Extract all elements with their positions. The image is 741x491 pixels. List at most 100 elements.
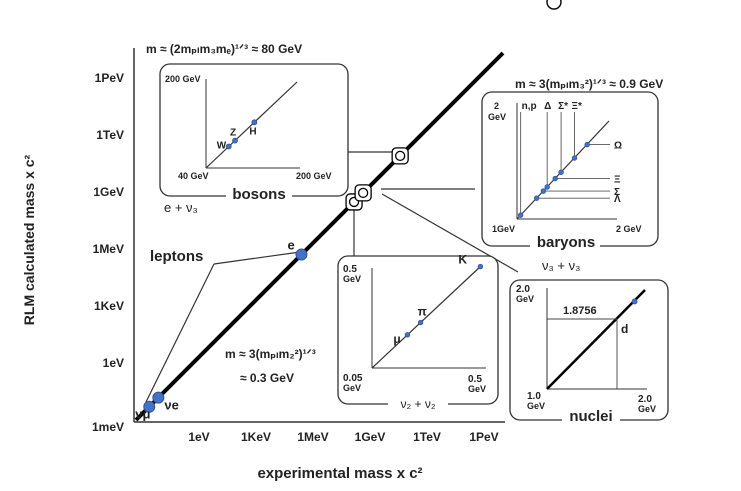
bosons-title: bosons [232,186,285,203]
x-tick-4: 1TeV [413,430,441,444]
baryons-top-label-3: Ξ* [572,101,582,112]
baryons-point-0 [517,212,524,218]
bosons-title-bg [226,186,292,202]
baryons-title-bg [530,234,600,250]
bosons-point-2-label: H [249,126,256,137]
diagonal-line [134,51,505,422]
baryons-point-7 [584,141,590,148]
baryons-right-label-0: Ω [614,141,622,152]
mesons-point-1-label: π [418,305,427,319]
baryons-top-label-1: Δ [544,101,551,112]
bosons-point-1-label: Z [230,128,236,139]
nuclei-inset: 2.0 GeV 1.0 GeV 2.0 GeV 1.8756 d nuclei [509,279,669,425]
baryons-points [517,141,590,218]
nuclei-value-label: 1.8756 [563,305,597,317]
nu3-nu3-label: ν₃ + ν₃ [542,258,580,273]
point-6-label: We [516,0,538,2]
mesons-y-bottom: 0.05 [343,373,363,384]
nuclei-y-bottom: 1.0 [527,391,541,402]
mesons-inset: 0.5 GeV 0.05 GeV 0.5 GeV ν₂ + ν₂ μπK [337,253,499,411]
x-axis-title: experimental mass x c² [257,465,422,482]
y-tick-5: 1TeV [96,128,124,142]
mesons-point-2-label: K [458,253,467,267]
bosons-y-top: 200 GeV [165,74,201,84]
y-axis-title: RLM calculated mass x c² [21,154,37,325]
baryons-top-label-2: Σ* [558,101,568,112]
baryons-point-2 [540,188,547,194]
point-4 [357,187,369,199]
e-nu3-label: e + ν₃ [164,200,198,215]
y-tick-6: 1PeV [95,71,124,85]
baryons-point-5 [558,169,564,175]
mesons-x-right: 0.5 [468,374,482,385]
baryons-point-4 [544,184,550,190]
bosons-points: WZ H [217,119,258,152]
x-tick-5: 1PeV [469,430,498,444]
baryons-x-left: 1GeV [492,224,515,234]
nuclei-x-right: 2.0 [638,394,652,405]
baryons-point-3 [552,175,558,182]
mesons-point-0-label: μ [393,332,400,346]
mesons-point-0 [404,332,411,338]
nuclei-x-right-unit: GeV [638,404,656,414]
y-tick-0: 1meV [92,420,124,434]
y-tick-1: 1eV [103,356,124,370]
baryons-right-label-3: Λ [614,194,621,205]
point-2-label: e [287,238,294,253]
connector-leptons-e [213,251,301,265]
mesons-x-right-unit: GeV [468,384,486,394]
nuclei-title: nuclei [569,408,612,425]
main-data-points: νμνeeWe [135,0,562,422]
mesons-points: μ π K [393,253,484,346]
point-2 [295,248,308,261]
bosons-point-1 [232,137,238,144]
x-tick-3: 1GeV [355,430,386,444]
baryons-x-right: 2 GeV [616,224,642,234]
x-tick-1: 1KeV [241,430,271,444]
mesons-point-1 [417,319,424,326]
baryons-point-1 [533,195,540,201]
meson-formula-value: ≈ 0.3 GeV [240,371,294,385]
nuclei-y-top: 2.0 [516,284,530,295]
connector-leptons-numu [145,263,215,403]
boson-formula: m ≈ (2mₚₗm₃mₑ)¹ᐟ³ ≈ 80 GeV [146,42,302,56]
y-tick-3: 1MeV [93,242,124,256]
bosons-point-0-label: W [217,141,227,152]
bosons-diagonal [205,81,298,169]
leptons-label: leptons [150,248,203,265]
y-tick-4: 1GeV [93,185,124,199]
baryons-inset-frame [481,91,659,247]
nuclei-point-0 [631,298,638,305]
nuclei-points [631,298,638,305]
x-tick-0: 1eV [188,430,209,444]
baryons-y-unit: GeV [488,112,506,122]
mesons-point-2 [477,263,484,270]
mesons-y-top-unit: GeV [343,274,361,284]
nuclei-y-top-unit: GeV [516,294,534,304]
mesons-diagonal [371,265,482,369]
mesons-y-top: 0.5 [343,264,357,275]
point-1 [152,391,165,404]
baryons-top-label-0: n,p [522,101,537,112]
mesons-title: ν₂ + ν₂ [401,397,436,411]
x-tick-2: 1MeV [297,430,328,444]
baryon-formula: m ≈ 3(mₚₗm₃²)¹ᐟ³ ≈ 0.9 GeV [515,77,663,91]
x-tick-labels: 1eV 1KeV 1MeV 1GeV 1TeV 1PeV [188,430,498,444]
nuclei-y-bottom-unit: GeV [527,401,545,411]
bosons-x-left: 40 GeV [178,171,209,181]
mesons-title-bg [388,396,448,410]
baryons-y-top: 2 [494,101,499,111]
point-5 [395,150,406,161]
point-6 [546,0,562,10]
baryons-point-6 [571,155,578,161]
baryons-title: baryons [537,234,595,251]
nuclei-point-label: d [621,322,628,336]
nuclei-title-bg [562,408,620,424]
point-0-label: νμ [135,407,150,422]
